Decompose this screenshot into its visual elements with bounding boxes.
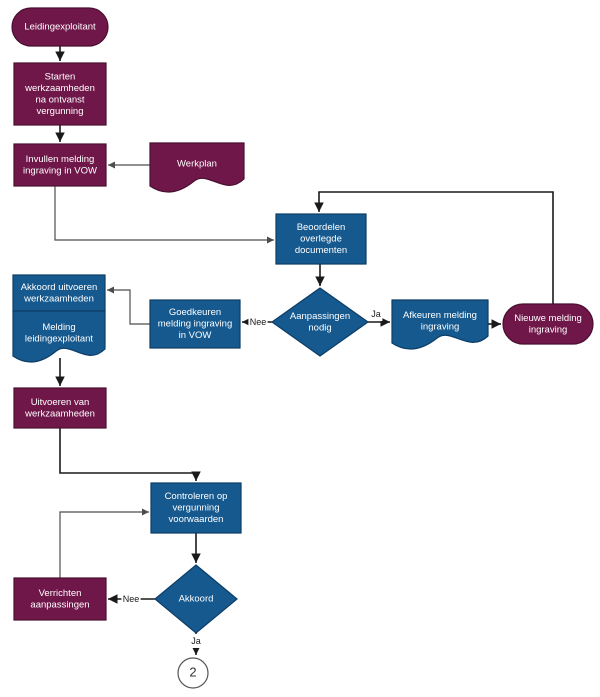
node-akkoord-diamond-shape[interactable] <box>154 564 238 634</box>
node-controleren-vergunning-shape[interactable] <box>150 482 242 534</box>
edge-aanpassingen-nee-to-goedkeuren-label-bg <box>248 315 268 329</box>
node-uitvoeren-werkzaamheden-shape[interactable] <box>13 387 107 429</box>
edge-akkoord-nee-to-verrichten-label: Nee <box>123 594 140 604</box>
edge-aanpassingen-ja-to-afkeuren-label-bg <box>369 307 383 321</box>
edge-akkoord-ja-to-connector-label-bg <box>189 634 203 648</box>
edges-layer <box>54 46 554 655</box>
node-leidingexploitant[interactable]: Leidingexploitant <box>11 7 109 47</box>
nodes-layer: LeidingexploitantStartenwerkzaamhedenna … <box>11 7 594 689</box>
node-connector-2-shape[interactable] <box>177 657 209 689</box>
node-werkplan-shape[interactable] <box>149 142 245 193</box>
node-akkoord-uitvoeren-shape[interactable] <box>12 274 106 312</box>
edge-nieuwe-to-beoordelen <box>314 191 554 304</box>
node-nieuwe-melding-shape[interactable] <box>502 303 594 345</box>
node-invullen-melding-shape[interactable] <box>13 143 107 187</box>
edge-uitvoeren-to-controleren <box>59 428 201 481</box>
node-leidingexploitant-shape[interactable] <box>11 7 109 47</box>
node-beoordelen-documenten-shape[interactable] <box>275 213 367 265</box>
node-starten-werkzaamheden-shape[interactable] <box>13 62 107 126</box>
edge-akkoord-ja-to-connector-label: Ja <box>191 636 201 646</box>
edge-aanpassingen-nee-to-goedkeuren-label: Nee <box>250 317 267 327</box>
node-verrichten-aanpassingen-shape[interactable] <box>13 577 107 621</box>
node-akkoord-diamond[interactable]: Akkoord <box>154 564 238 634</box>
edge-akkoord-nee-to-verrichten-label-bg <box>121 592 141 606</box>
node-aanpassingen-nodig-shape[interactable] <box>270 287 370 357</box>
edge-verrichten-to-controleren <box>59 508 149 578</box>
node-goedkeuren-melding-shape[interactable] <box>149 299 241 349</box>
node-connector-2-label-0: 2 <box>189 664 196 679</box>
edge-aanpassingen-ja-to-afkeuren-label: Ja <box>371 309 381 319</box>
edge-invullen-to-beoordelen <box>54 186 274 244</box>
edge-goedkeuren-to-akkoord-uitvoeren <box>107 286 150 325</box>
node-afkeuren-melding-shape[interactable] <box>391 299 489 350</box>
node-werkplan[interactable]: Werkplan <box>149 142 245 193</box>
node-melding-leidingexploitant-shape[interactable] <box>12 310 106 363</box>
node-connector-2[interactable]: 2 <box>177 657 209 689</box>
